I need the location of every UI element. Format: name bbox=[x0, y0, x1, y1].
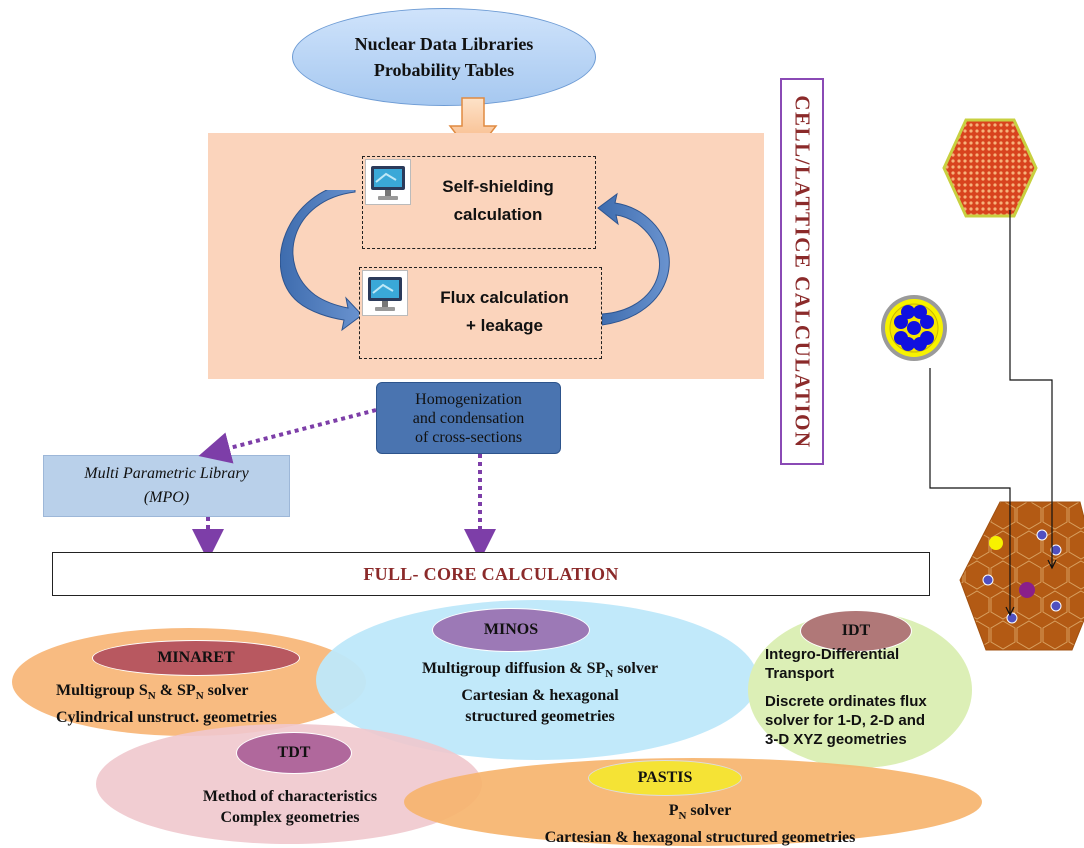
minos-description: Multigroup diffusion & SPN solver Cartes… bbox=[390, 658, 690, 727]
self-shielding-line-1: Self-shielding bbox=[442, 177, 554, 196]
homog-to-mpo-arrow bbox=[198, 408, 377, 464]
homog-line-3: of cross-sections bbox=[414, 428, 523, 446]
geometry-illustrations bbox=[881, 118, 1084, 651]
cell-lattice-vertical-label: CELL/LATTICE CALCULATION bbox=[790, 94, 815, 449]
minaret-line-1: Multigroup SN & SPN solver bbox=[56, 682, 249, 703]
pastis-line-2: Cartesian & hexagonal structured geometr… bbox=[544, 829, 856, 847]
pastis-line-1: PN solver bbox=[668, 802, 732, 823]
tdt-label: TDT bbox=[236, 732, 352, 774]
minos-line-3: structured geometries bbox=[465, 708, 615, 726]
pin-to-core-line bbox=[929, 368, 1011, 615]
idt-line-2: Transport bbox=[765, 665, 835, 682]
computer-monitor-icon bbox=[365, 159, 411, 205]
tdt-description: Method of characteristics Complex geomet… bbox=[150, 786, 430, 828]
fuel-pin-cell-icon bbox=[881, 295, 947, 361]
idt-line-4: solver for 1-D, 2-D and bbox=[765, 712, 926, 729]
assembly-to-core-line bbox=[1009, 210, 1053, 568]
reactor-core-hexagon-icon bbox=[959, 501, 1084, 651]
idt-title: Integro-Differential Transport bbox=[765, 645, 960, 683]
source-line-2: Probability Tables bbox=[373, 60, 515, 80]
idt-description: Discrete ordinates flux solver for 1-D, … bbox=[765, 692, 965, 749]
full-core-label: FULL- CORE CALCULATION bbox=[363, 563, 619, 584]
minos-label: MINOS bbox=[432, 608, 590, 652]
tdt-line-2: Complex geometries bbox=[220, 809, 360, 826]
nuclear-data-source: Nuclear Data Libraries Probability Table… bbox=[292, 8, 596, 106]
mpo-library-box: Multi Parametric Library (MPO) bbox=[43, 455, 290, 517]
flux-calculation-box: Flux calculation + leakage bbox=[359, 267, 602, 359]
minaret-description: Multigroup SN & SPN solver Cylindrical u… bbox=[56, 680, 346, 728]
source-line-1: Nuclear Data Libraries bbox=[354, 34, 534, 54]
idt-line-3: Discrete ordinates flux bbox=[765, 693, 927, 710]
flux-line-2: + leakage bbox=[465, 316, 544, 335]
self-shielding-line-2: calculation bbox=[453, 205, 543, 224]
right-loop-arrow-icon bbox=[597, 192, 670, 326]
homog-line-1: Homogenization bbox=[415, 390, 522, 408]
fuel-assembly-hexagon-icon bbox=[942, 118, 1038, 218]
full-core-calculation-box: FULL- CORE CALCULATION bbox=[52, 552, 930, 596]
idt-line-5: 3-D XYZ geometries bbox=[765, 731, 907, 748]
idt-line-1: Integro-Differential bbox=[765, 646, 900, 663]
minos-line-1: Multigroup diffusion & SPN solver bbox=[421, 660, 659, 681]
tdt-line-1: Method of characteristics bbox=[202, 788, 378, 805]
homog-line-2: and condensation bbox=[412, 409, 525, 427]
computer-monitor-icon bbox=[362, 270, 408, 316]
minos-line-2: Cartesian & hexagonal bbox=[461, 687, 619, 705]
homogenization-box: Homogenization and condensation of cross… bbox=[376, 382, 561, 454]
idt-label: IDT bbox=[800, 610, 912, 652]
mpo-line-2: (MPO) bbox=[143, 489, 190, 506]
minaret-line-2: Cylindrical unstruct. geometries bbox=[56, 709, 277, 727]
left-loop-arrow-icon bbox=[280, 190, 363, 332]
minaret-label: MINARET bbox=[92, 640, 300, 676]
iteration-loop-arrows bbox=[280, 190, 670, 332]
self-shielding-box: Self-shielding calculation bbox=[362, 156, 596, 249]
flux-line-1: Flux calculation bbox=[440, 288, 569, 307]
cell-lattice-label-box: CELL/LATTICE CALCULATION bbox=[780, 78, 824, 465]
pastis-label: PASTIS bbox=[588, 760, 742, 796]
pastis-description: PN solver Cartesian & hexagonal structur… bbox=[460, 800, 940, 848]
mpo-line-1: Multi Parametric Library bbox=[84, 465, 249, 482]
